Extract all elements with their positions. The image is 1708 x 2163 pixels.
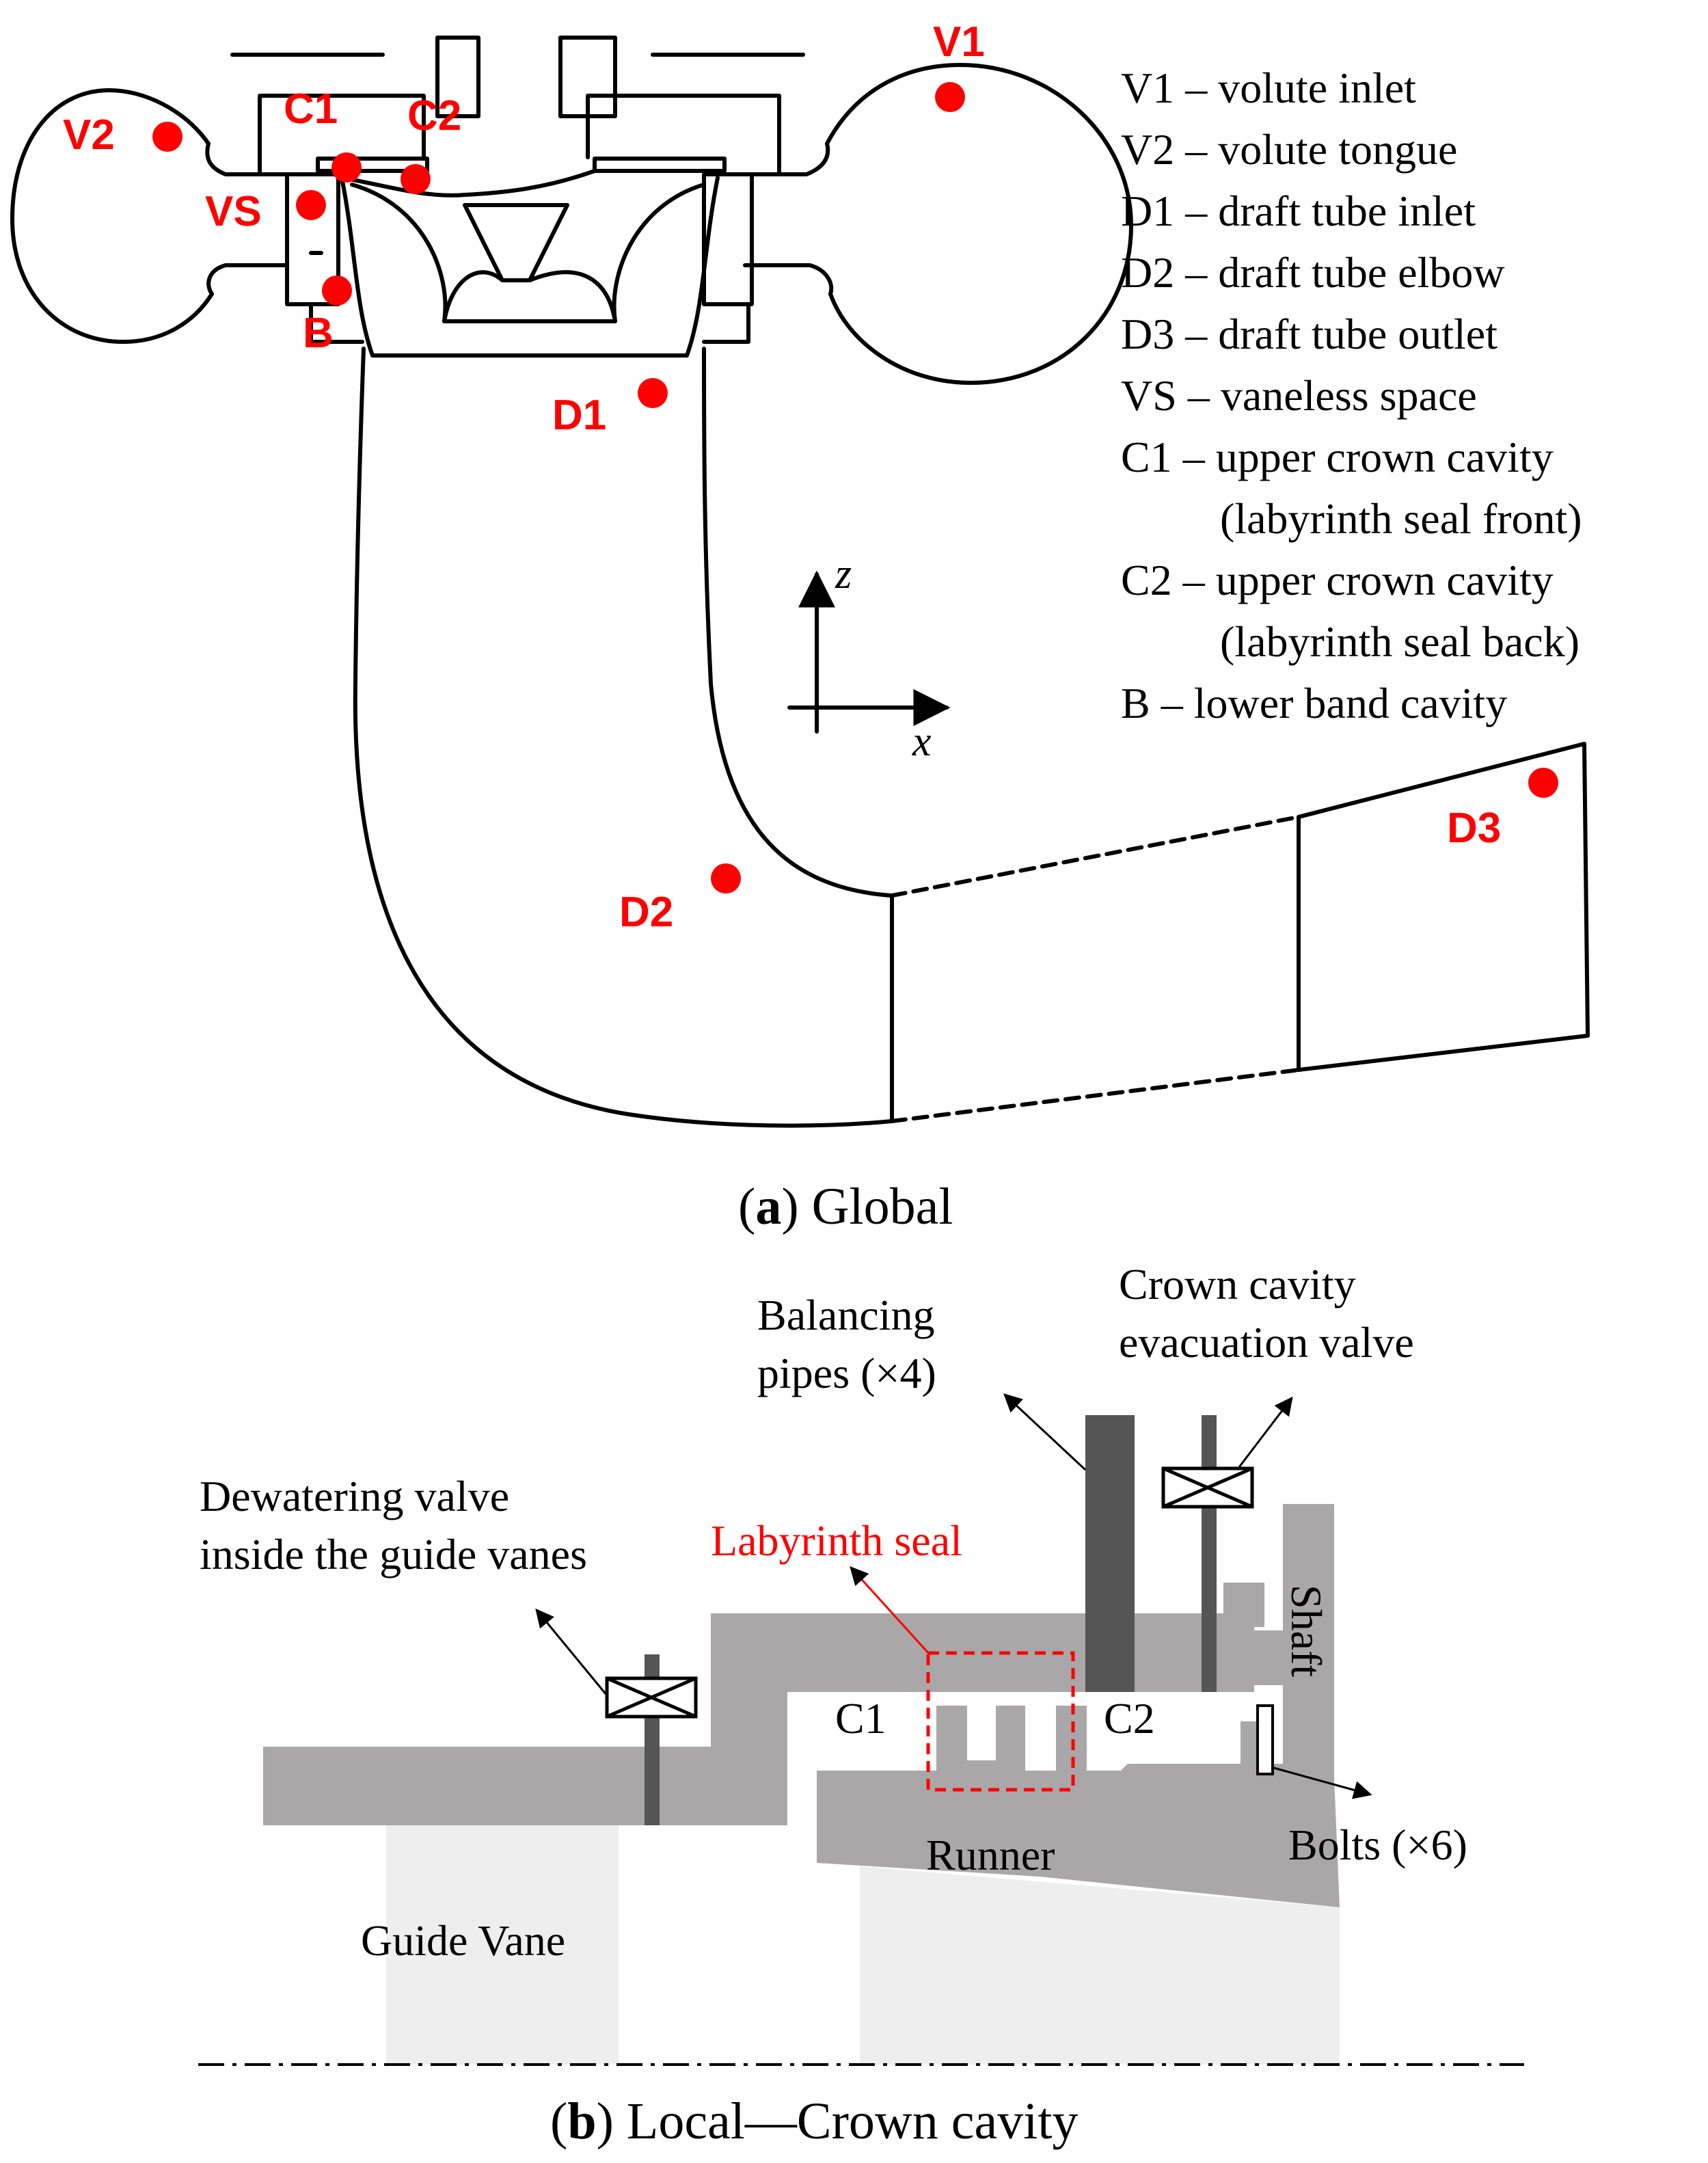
local-annotations: Balancing pipes (×4) Crown cavity evacua… (200, 1260, 1467, 1965)
dewatering-valve-icon (605, 1676, 698, 1719)
volute-left (10, 88, 289, 344)
runner-crown (817, 1706, 1340, 1907)
balancing-pipes-label-1: Balancing (757, 1291, 934, 1339)
balancing-pipe (1085, 1415, 1135, 1692)
runner-lower-block (860, 1866, 1340, 2065)
head-cover (263, 1504, 1334, 1825)
point-vs (296, 190, 326, 220)
global-view: V1 V2 C1 C2 VS B D1 D2 D3 z x (10, 18, 1590, 1235)
point-d3 (1528, 768, 1558, 798)
legend-b: B – lower band cavity (1121, 679, 1507, 727)
legend-c2: C2 – upper crown cavity (1121, 556, 1554, 604)
dewatering-valve-label-2: inside the guide vanes (200, 1530, 587, 1578)
crown-valve-label-2: evacuation valve (1119, 1318, 1414, 1367)
bolts-label: Bolts (×6) (1288, 1821, 1467, 1869)
local-view: Balancing pipes (×4) Crown cavity evacua… (198, 1260, 1524, 2150)
legend-v1: V1 – volute inlet (1121, 64, 1416, 112)
crown-valve-stem (1202, 1415, 1217, 1692)
legend-vs: VS – vaneless space (1121, 371, 1477, 420)
measurement-points: V1 V2 C1 C2 VS B D1 D2 D3 (63, 18, 1558, 936)
shaft-label: Shaft (1282, 1585, 1331, 1677)
crown-valve-icon (1161, 1466, 1254, 1509)
point-c1 (331, 152, 362, 183)
coordinate-axes: z x (787, 551, 951, 765)
label-d3: D3 (1447, 805, 1501, 852)
point-v1 (935, 82, 965, 112)
caption-a-text: Global (799, 1178, 953, 1235)
label-d2: D2 (619, 889, 673, 936)
caption-a: (a) Global (738, 1178, 953, 1235)
caption-b-letter: b (567, 2093, 596, 2150)
c2-label: C2 (1104, 1694, 1155, 1743)
axis-x-label: x (912, 718, 932, 765)
turbine-housing (230, 36, 805, 358)
balancing-pipes-label-2: pipes (×4) (757, 1349, 936, 1397)
point-c2 (401, 164, 431, 194)
label-c1: C1 (284, 85, 338, 133)
guide-vane-block (386, 1825, 619, 2065)
legend-c1-detail: (labyrinth seal front) (1220, 494, 1582, 543)
crown-valve-label-1: Crown cavity (1119, 1260, 1356, 1308)
point-v2 (152, 122, 182, 152)
dewatering-valve-label-1: Dewatering valve (200, 1472, 509, 1520)
volute-right (743, 63, 1133, 385)
guide-vane-label: Guide Vane (361, 1916, 565, 1965)
annotation-arrows (535, 1393, 1372, 1799)
legend-c2-detail: (labyrinth seal back) (1220, 617, 1580, 666)
label-v1: V1 (933, 18, 985, 66)
legend: V1 – volute inlet V2 – volute tongue D1 … (1121, 64, 1582, 727)
label-vs: VS (205, 188, 262, 235)
draft-tube (353, 347, 1590, 1128)
labyrinth-seal-box (926, 1651, 1075, 1792)
c1-label: C1 (835, 1694, 886, 1743)
legend-v2: V2 – volute tongue (1121, 125, 1457, 174)
point-d2 (711, 863, 741, 894)
caption-b: (b) Local—Crown cavity (550, 2093, 1079, 2150)
axis-z-label: z (835, 551, 852, 597)
bolt-icon (1256, 1704, 1274, 1775)
caption-b-text: Local—Crown cavity (614, 2093, 1079, 2150)
legend-c1: C1 – upper crown cavity (1121, 433, 1554, 481)
point-b (322, 276, 352, 306)
label-b: B (303, 310, 334, 357)
legend-d1: D1 – draft tube inlet (1121, 187, 1476, 235)
labyrinth-seal-label: Labyrinth seal (711, 1516, 962, 1565)
legend-d3: D3 – draft tube outlet (1121, 310, 1497, 358)
runner-label: Runner (926, 1831, 1055, 1879)
label-v2: V2 (63, 111, 115, 159)
point-d1 (638, 378, 668, 408)
label-d1: D1 (552, 392, 606, 439)
label-c2: C2 (407, 92, 461, 139)
caption-a-letter: a (755, 1178, 781, 1235)
legend-d2: D2 – draft tube elbow (1121, 248, 1505, 297)
